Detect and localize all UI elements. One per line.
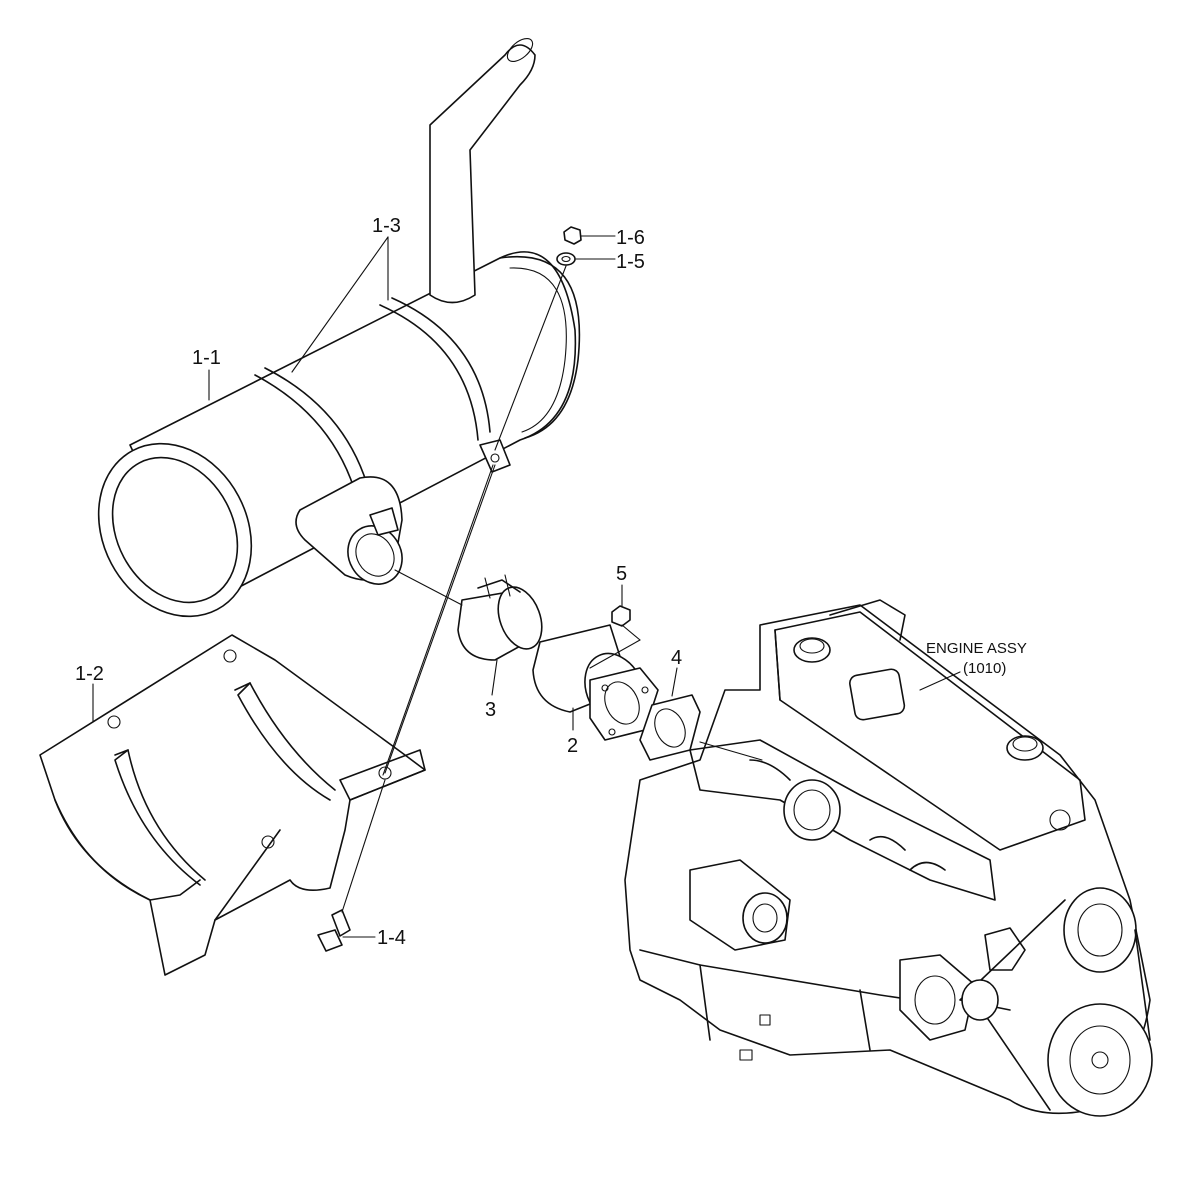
part-labels: 1-1 1-3 1-2 1-6 1-5 1-4 5 3 2 4 ENGINE A…: [75, 215, 1027, 949]
hardware: [317, 226, 582, 952]
heat-shield: [39, 634, 426, 976]
engine-assy-title: ENGINE ASSY: [926, 640, 1027, 657]
engine-assy-code: (1010): [963, 660, 1006, 677]
label-1-5: 1-5: [616, 251, 645, 273]
label-4: 4: [671, 647, 682, 669]
label-1-4: 1-4: [377, 927, 406, 949]
label-1-1: 1-1: [192, 347, 221, 369]
engine-assembly: [624, 599, 1153, 1117]
label-1-2: 1-2: [75, 663, 104, 685]
label-5: 5: [616, 563, 627, 585]
muffler-assembly: [97, 38, 581, 618]
label-2: 2: [567, 735, 578, 757]
label-1-6: 1-6: [616, 227, 645, 249]
label-3: 3: [485, 699, 496, 721]
leader-lines: [92, 235, 961, 938]
pipe-and-clamp-group: [457, 574, 701, 761]
label-1-3: 1-3: [372, 215, 401, 237]
